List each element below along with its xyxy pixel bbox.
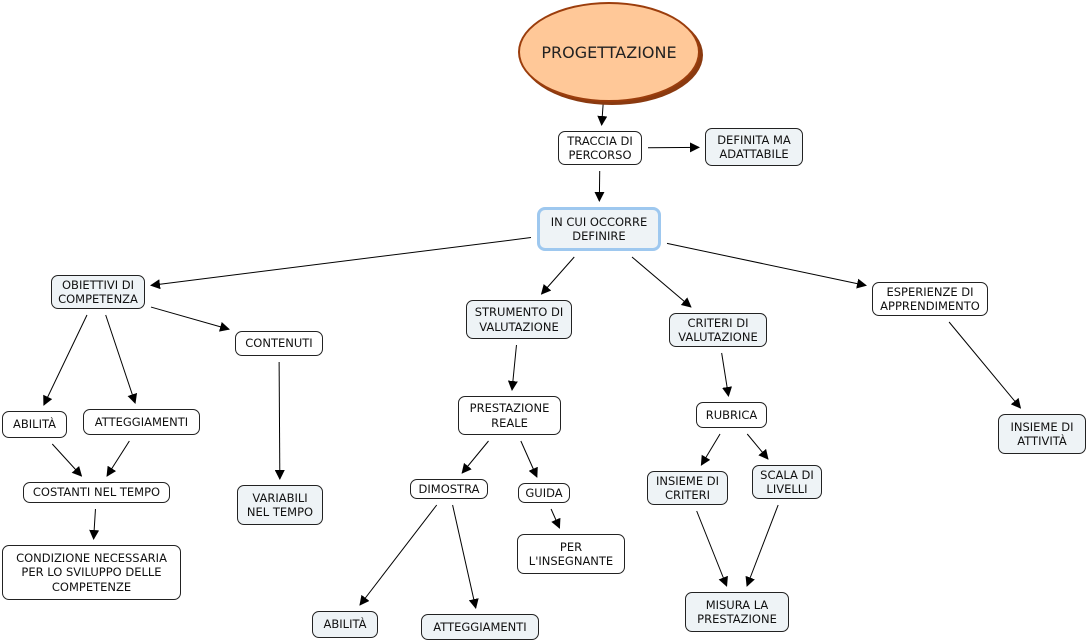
node-incui[interactable]: IN CUI OCCORRE DEFINIRE <box>537 207 661 251</box>
node-misura[interactable]: MISURA LA PRESTAZIONE <box>685 592 789 632</box>
node-label: INSIEME DI CRITERI <box>655 473 720 503</box>
node-label: GUIDA <box>525 485 563 500</box>
node-label: CRITERI DI VALUTAZIONE <box>678 315 758 345</box>
node-esperienze[interactable]: ESPERIENZE DI APPRENDIMENTO <box>872 282 988 316</box>
edge-scala-misura <box>745 504 779 587</box>
node-obiettivi[interactable]: OBIETTIVI DI COMPETENZA <box>51 275 145 309</box>
node-guida[interactable]: GUIDA <box>518 483 570 503</box>
edge-obiettivi-atteg1 <box>105 314 138 404</box>
edge-incui-strumento <box>540 256 575 295</box>
edge-incui-criteri <box>631 256 692 308</box>
edge-dimostra-atteg2 <box>452 504 479 609</box>
edge-progettazione-traccia <box>597 103 608 126</box>
edge-atteg1-costanti <box>106 440 130 477</box>
node-label: IN CUI OCCORRE DEFINIRE <box>550 214 648 244</box>
node-criteri[interactable]: CRITERI DI VALUTAZIONE <box>669 313 767 347</box>
edge-incui-obiettivi <box>150 237 532 290</box>
edge-strumento-prestazione <box>507 344 518 391</box>
node-condizione[interactable]: CONDIZIONE NECESSARIA PER LO SVILUPPO DE… <box>2 545 181 600</box>
node-label: ABILITÀ <box>13 417 56 432</box>
node-contenuti[interactable]: CONTENUTI <box>235 331 323 356</box>
node-label: DEFINITA MA ADATTABILE <box>717 132 791 162</box>
node-label: ABILITÀ <box>323 617 367 632</box>
node-perins[interactable]: PER L'INSEGNANTE <box>517 534 625 574</box>
edge-incui-esperienze <box>666 242 867 289</box>
edge-obiettivi-abilita1 <box>43 314 88 406</box>
node-label: ATTEGGIAMENTI <box>94 414 189 429</box>
node-label: PRESTAZIONE REALE <box>469 401 550 430</box>
node-strumento[interactable]: STRUMENTO DI VALUTAZIONE <box>466 300 572 339</box>
node-prestazione[interactable]: PRESTAZIONE REALE <box>458 396 561 435</box>
node-atteg2[interactable]: ATTEGGIAMENTI <box>421 614 539 640</box>
edge-contenuti-variabili <box>274 361 285 480</box>
node-costanti[interactable]: COSTANTI NEL TEMPO <box>23 482 170 503</box>
node-label: VARIABILI NEL TEMPO <box>246 490 314 520</box>
node-progettazione[interactable]: PROGETTAZIONE <box>518 2 700 102</box>
node-label: SCALA DI LIVELLI <box>760 467 814 497</box>
edge-prestazione-dimostra <box>461 440 489 474</box>
edge-insiemecrit-misura <box>696 510 728 587</box>
node-label: RUBRICA <box>705 407 758 422</box>
edge-obiettivi-contenuti <box>150 306 230 332</box>
edge-prestazione-guida <box>520 440 538 478</box>
edge-criteri-rubrica <box>721 352 733 397</box>
edge-abilita1-costanti <box>51 443 83 477</box>
node-traccia[interactable]: TRACCIA DI PERCORSO <box>558 131 642 165</box>
root-label: PROGETTAZIONE <box>541 42 677 62</box>
node-abilita1[interactable]: ABILITÀ <box>2 411 67 438</box>
node-atteg1[interactable]: ATTEGGIAMENTI <box>83 409 200 435</box>
node-insiemeatt[interactable]: INSIEME DI ATTIVITÀ <box>998 414 1086 454</box>
node-label: CONTENUTI <box>245 336 313 351</box>
node-label: COSTANTI NEL TEMPO <box>32 485 161 500</box>
node-insiemecrit[interactable]: INSIEME DI CRITERI <box>647 471 728 505</box>
edge-dimostra-abilita2 <box>359 504 438 606</box>
node-abilita2[interactable]: ABILITÀ <box>312 611 378 638</box>
edge-rubrica-insiemecrit <box>700 433 721 466</box>
node-label: OBIETTIVI DI COMPETENZA <box>58 277 138 307</box>
edge-costanti-condizione <box>89 508 100 540</box>
node-label: MISURA LA PRESTAZIONE <box>697 597 777 627</box>
edge-rubrica-scala <box>746 433 769 460</box>
node-label: PER L'INSEGNANTE <box>528 539 614 569</box>
node-variabili[interactable]: VARIABILI NEL TEMPO <box>237 485 323 525</box>
node-label: INSIEME DI ATTIVITÀ <box>1010 419 1074 449</box>
node-dimostra[interactable]: DIMOSTRA <box>410 479 488 499</box>
node-label: ATTEGGIAMENTI <box>433 619 527 634</box>
node-label: TRACCIA DI PERCORSO <box>567 133 633 163</box>
edge-guida-perins <box>550 508 561 529</box>
node-label: DIMOSTRA <box>418 481 480 496</box>
node-scala[interactable]: SCALA DI LIVELLI <box>752 465 822 499</box>
edge-esperienze-insiemeatt <box>948 321 1022 409</box>
node-label: STRUMENTO DI VALUTAZIONE <box>474 305 564 334</box>
node-label: ESPERIENZE DI APPRENDIMENTO <box>880 284 980 314</box>
node-definita[interactable]: DEFINITA MA ADATTABILE <box>705 128 803 166</box>
node-rubrica[interactable]: RUBRICA <box>696 402 767 428</box>
node-label: CONDIZIONE NECESSARIA PER LO SVILUPPO DE… <box>16 550 167 594</box>
